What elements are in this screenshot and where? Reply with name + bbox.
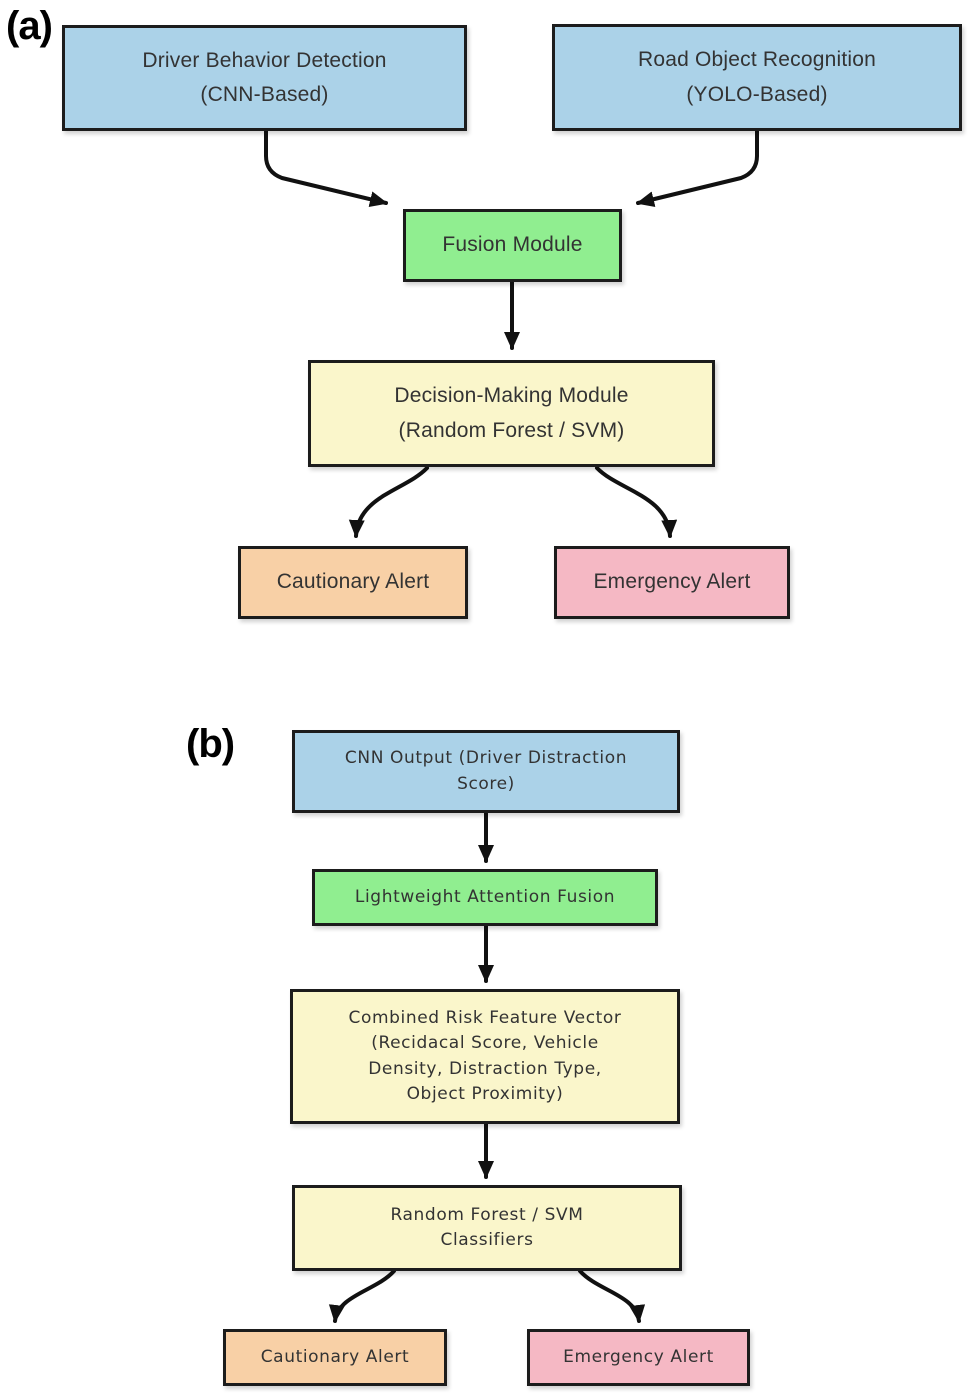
node-label-line: Random Forest / SVM [390,1204,584,1225]
node-combined-risk-feature-vector: Combined Risk Feature Vector (Recidacal … [290,989,680,1124]
node-label-line: Score) [457,773,515,794]
node-label-line: (YOLO-Based) [686,82,828,106]
arrow-classifiers-to-emergency [578,1269,646,1323]
arrow-classifiers-to-cautionary [328,1269,396,1323]
node-cautionary-alert-b: Cautionary Alert [223,1329,447,1386]
panel-b-label: (b) [186,722,235,766]
node-road-object-recognition: Road Object Recognition (YOLO-Based) [552,24,962,131]
node-decision-making-module: Decision-Making Module (Random Forest / … [308,360,715,467]
node-label-line: Cautionary Alert [260,1346,410,1367]
node-label-line: Object Proximity) [406,1084,564,1104]
node-emergency-alert-b: Emergency Alert [527,1329,750,1386]
node-cautionary-alert-a: Cautionary Alert [238,546,468,619]
node-label-line: Density, Distraction Type, [368,1058,602,1079]
node-lightweight-attention-fusion: Lightweight Attention Fusion [312,869,658,926]
panel-a-label: (a) [6,4,53,48]
node-random-forest-svm-classifiers: Random Forest / SVM Classifiers [292,1185,682,1271]
arrow-driver-behavior-to-fusion [264,129,388,208]
node-label-line: Road Object Recognition [637,48,877,72]
node-label-line: CNN Output (Driver Distraction [344,748,628,768]
node-label-line: Combined Risk Feature Vector [348,1007,622,1028]
node-label-line: Emergency Alert [563,1346,714,1367]
arrow-road-object-to-fusion [636,129,759,208]
node-label-line: Fusion Module [442,233,583,257]
node-fusion-module: Fusion Module [403,209,622,282]
node-driver-behavior-detection: Driver Behavior Detection (CNN-Based) [62,25,467,131]
node-label-line: Driver Behavior Detection [142,48,387,72]
node-label-line: (Random Forest / SVM) [398,418,625,442]
node-cnn-output: CNN Output (Driver Distraction Score) [292,730,680,813]
node-label-line: Decision-Making Module [394,384,629,408]
arrow-decision-to-cautionary [348,466,429,538]
node-label-line: Classifiers [440,1230,534,1250]
node-emergency-alert-a: Emergency Alert [554,546,790,619]
node-label-line: (Recidacal Score, Vehicle [371,1033,599,1053]
node-label-line: Cautionary Alert [276,570,430,594]
node-label-line: Emergency Alert [593,570,751,594]
node-label-line: (CNN-Based) [200,83,329,106]
node-label-line: Lightweight Attention Fusion [354,886,616,907]
arrow-decision-to-emergency [595,466,678,538]
